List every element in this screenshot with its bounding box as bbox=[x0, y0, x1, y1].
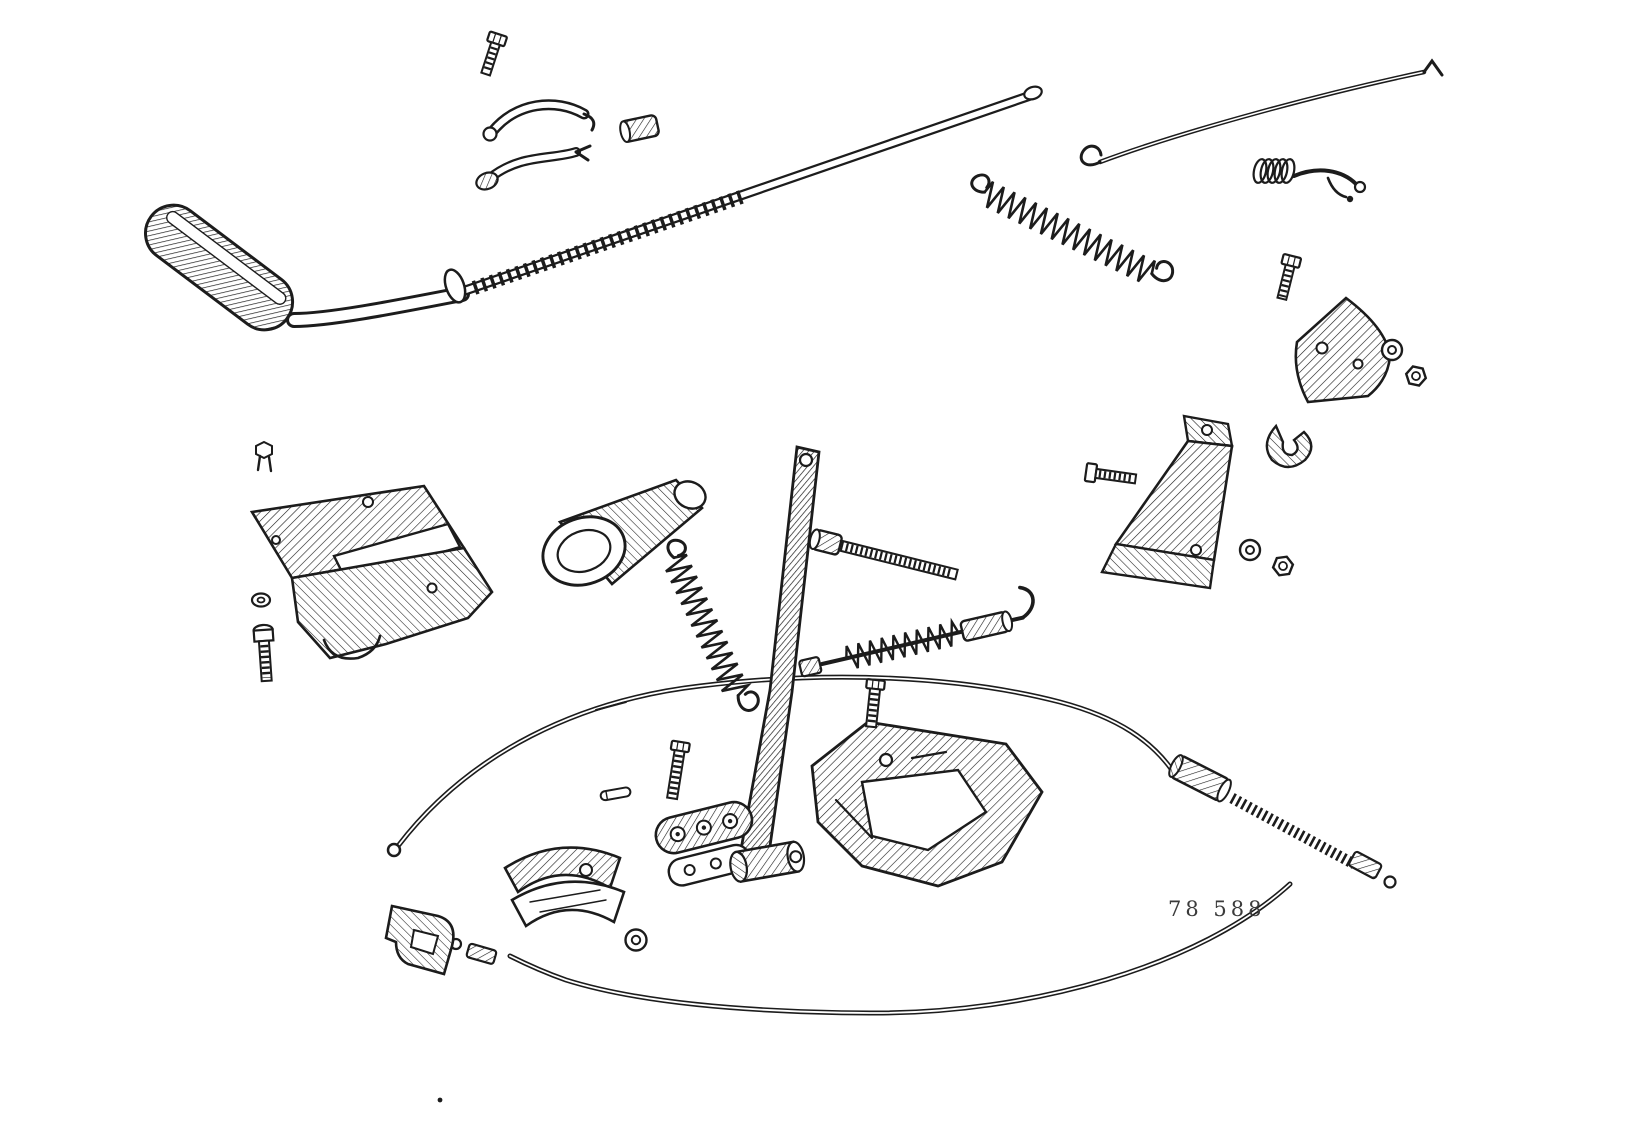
hex-bolt-mid-right bbox=[1083, 462, 1138, 485]
brake-cable-upper-run bbox=[386, 674, 1175, 858]
cable-ferrule bbox=[1168, 754, 1232, 803]
rod-tip-eye bbox=[1023, 85, 1043, 101]
gusset-bracket bbox=[1294, 296, 1392, 404]
extension-spring bbox=[970, 173, 1175, 283]
release-rod bbox=[1079, 58, 1444, 167]
cable-guide-shoe-upper bbox=[503, 846, 622, 894]
hex-nut-lower-right bbox=[1271, 555, 1295, 577]
cable-guide-shoe-lower bbox=[510, 880, 626, 928]
washer-upper-right bbox=[1380, 338, 1404, 362]
dot-mark bbox=[437, 1097, 443, 1103]
cable-clevis bbox=[384, 904, 455, 976]
figure-number: 78 588 bbox=[1168, 897, 1265, 921]
leader-mark bbox=[595, 701, 627, 711]
mounting-bracket-left bbox=[249, 484, 494, 660]
cable-end-sleeve bbox=[465, 942, 498, 965]
pawl-link bbox=[475, 144, 592, 191]
hex-bolt-upper-right bbox=[1276, 253, 1302, 302]
hex-bolt-top bbox=[480, 30, 508, 77]
cable-end-nipple bbox=[386, 842, 402, 858]
spring-pull-rod bbox=[798, 585, 1035, 678]
adjuster-threaded-rod bbox=[808, 528, 959, 581]
clevis-pin-small bbox=[599, 786, 632, 802]
support-bracket bbox=[1100, 414, 1234, 590]
cable-end-nub bbox=[1383, 875, 1397, 889]
link-plate-upper bbox=[654, 800, 754, 855]
hex-bolt-center bbox=[666, 739, 691, 801]
threaded-cable-end bbox=[1229, 793, 1397, 889]
brake-cable-lower-run bbox=[449, 881, 1293, 1016]
washer-center bbox=[624, 928, 648, 952]
hex-bolt-equalizer bbox=[865, 678, 886, 729]
lever-grip bbox=[144, 203, 295, 332]
equalizer-bracket bbox=[810, 720, 1044, 888]
washer-left bbox=[250, 592, 272, 608]
cable-clamp bbox=[1265, 423, 1313, 469]
hex-bolt-left bbox=[252, 623, 275, 683]
washer-lower-right bbox=[1238, 538, 1262, 562]
hex-nut-upper-right bbox=[1404, 365, 1428, 387]
link-plate-lower bbox=[667, 843, 751, 887]
lever-collar bbox=[443, 268, 467, 304]
pawl-spring-clip bbox=[482, 99, 596, 142]
clip-fastener-left bbox=[255, 440, 273, 473]
ratchet-teeth bbox=[471, 189, 747, 295]
return-spring-center bbox=[665, 538, 760, 712]
torsion-spring-link bbox=[1252, 158, 1367, 203]
handbrake-lever bbox=[144, 85, 1043, 332]
pivot-sleeve bbox=[729, 840, 806, 884]
spacer-sleeve bbox=[619, 114, 660, 143]
brake-lever-arm bbox=[738, 445, 821, 862]
boot-grommet bbox=[541, 478, 707, 587]
